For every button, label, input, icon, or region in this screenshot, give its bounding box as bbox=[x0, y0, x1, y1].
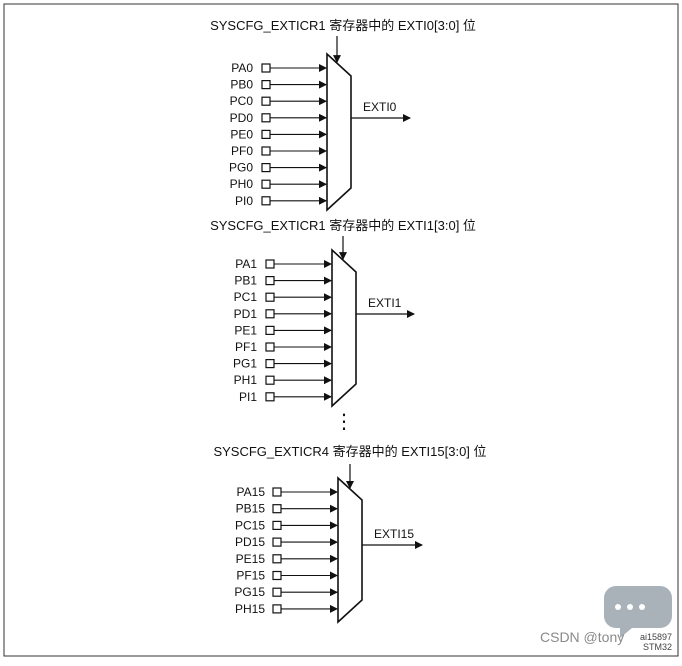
input-pin-box bbox=[261, 129, 271, 139]
input-pin-label: PG1 bbox=[233, 357, 257, 371]
figure-border bbox=[3, 3, 679, 657]
group-2-title: SYSCFG_EXTICR1 寄存器中的 EXTI1[3:0] 位 bbox=[210, 218, 476, 233]
input-pin-label: PC15 bbox=[235, 518, 265, 532]
multiplexer-block bbox=[331, 248, 357, 408]
input-pin-label: PB0 bbox=[230, 78, 253, 92]
input-pin-box bbox=[265, 375, 275, 385]
output-label: EXTI0 bbox=[363, 100, 397, 114]
input-pin-label: PE0 bbox=[230, 127, 253, 141]
input-pin-label: PF0 bbox=[231, 144, 253, 158]
group-1-title: SYSCFG_EXTICR1 寄存器中的 EXTI0[3:0] 位 bbox=[210, 18, 476, 33]
chat-bubble-icon bbox=[604, 586, 672, 638]
vertical-ellipsis: ⋮ bbox=[334, 411, 354, 433]
input-pin-box bbox=[272, 604, 282, 614]
input-pin-box bbox=[272, 487, 282, 497]
input-pin-box bbox=[261, 113, 271, 123]
input-pin-box bbox=[265, 309, 275, 319]
input-pin-label: PC1 bbox=[234, 290, 258, 304]
input-pin-label: PH15 bbox=[235, 602, 265, 616]
input-pin-label: PF15 bbox=[236, 569, 265, 583]
input-pin-box bbox=[272, 537, 282, 547]
input-pin-box bbox=[265, 392, 275, 402]
input-pin-label: PA0 bbox=[231, 61, 253, 75]
input-pin-label: PA1 bbox=[235, 257, 257, 271]
input-pin-label: PH1 bbox=[234, 373, 258, 387]
figure-id: ai15897 bbox=[640, 632, 672, 642]
input-pin-box bbox=[261, 196, 271, 206]
input-pin-label: PB1 bbox=[234, 274, 257, 288]
input-pin-box bbox=[261, 96, 271, 106]
input-pin-box bbox=[272, 570, 282, 581]
group-3-title: SYSCFG_EXTICR4 寄存器中的 EXTI15[3:0] 位 bbox=[213, 444, 486, 459]
input-pin-box bbox=[265, 359, 275, 369]
watermark-badge: STM32 bbox=[643, 642, 672, 652]
input-pin-label: PH0 bbox=[230, 177, 254, 191]
multiplexer-block bbox=[326, 52, 352, 212]
input-pin-label: PB15 bbox=[236, 502, 266, 516]
input-pin-label: PG15 bbox=[234, 585, 265, 599]
input-pin-box bbox=[265, 292, 275, 302]
input-pin-box bbox=[272, 587, 282, 597]
input-pin-box bbox=[265, 342, 275, 352]
input-pin-box bbox=[272, 504, 282, 514]
output-label: EXTI1 bbox=[368, 296, 402, 310]
input-pin-label: PE1 bbox=[234, 323, 257, 337]
input-pin-label: PD0 bbox=[230, 111, 254, 125]
input-pin-label: PG0 bbox=[229, 161, 253, 175]
multiplexer-block bbox=[337, 476, 363, 624]
input-pin-label: PC0 bbox=[230, 94, 254, 108]
input-pin-label: PI0 bbox=[235, 194, 253, 208]
input-pin-box bbox=[272, 520, 282, 531]
input-pin-box bbox=[261, 146, 271, 156]
input-pin-label: PD15 bbox=[235, 535, 265, 549]
input-pin-box bbox=[261, 79, 271, 90]
input-pin-box bbox=[261, 63, 271, 73]
input-pin-box bbox=[265, 325, 275, 335]
watermark-text: CSDN @tony bbox=[540, 629, 624, 645]
input-pin-box bbox=[272, 554, 282, 564]
output-label: EXTI15 bbox=[374, 527, 414, 541]
input-pin-label: PI1 bbox=[239, 390, 257, 404]
input-pin-box bbox=[265, 259, 275, 269]
input-pin-box bbox=[261, 179, 271, 189]
input-pin-label: PA15 bbox=[237, 485, 266, 499]
input-pin-box bbox=[265, 276, 275, 286]
input-pin-label: PF1 bbox=[235, 340, 257, 354]
input-pin-box bbox=[261, 163, 271, 173]
input-pin-label: PE15 bbox=[236, 552, 266, 566]
input-pin-label: PD1 bbox=[234, 307, 258, 321]
